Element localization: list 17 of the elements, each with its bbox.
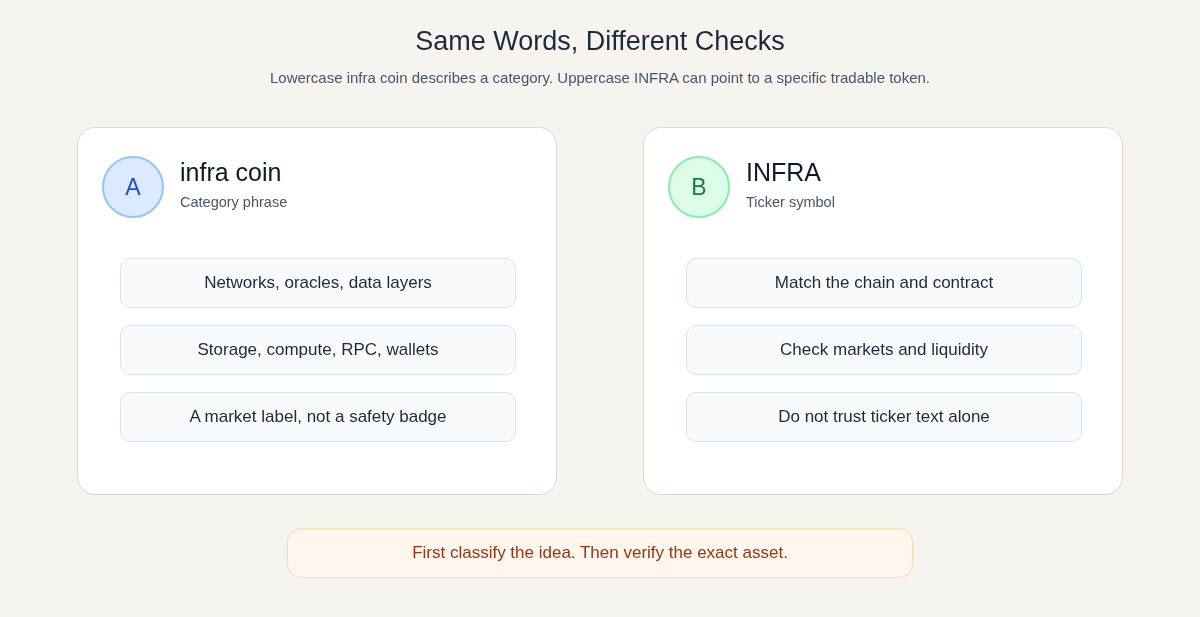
card-panel: [643, 127, 1123, 495]
card-panel: [77, 127, 557, 495]
note-banner: First classify the idea. Then verify the exact asset.: [287, 528, 913, 578]
item-box: Check markets and liquidity: [686, 325, 1082, 375]
card-subheading: Category phrase: [180, 194, 288, 210]
item-box: A market label, not a safety badge: [120, 392, 516, 442]
item-box: Match the chain and contract: [686, 258, 1082, 308]
diagram-title: Same Words, Different Checks: [415, 26, 785, 56]
subtitle-text: Lowercase infra coin describes a category. Uppercase INFRA can point to a specific tradable token.: [269, 69, 931, 86]
letter-circle: B: [668, 156, 730, 218]
card-heading: infra coin: [180, 158, 282, 187]
item-box: Networks, oracles, data layers: [120, 258, 516, 308]
item-box: Do not trust ticker text alone: [686, 392, 1082, 442]
item-box: Storage, compute, RPC, wallets: [120, 325, 516, 375]
card-heading: INFRA: [746, 158, 821, 187]
card-subheading: Ticker symbol: [746, 194, 835, 210]
letter-circle: A: [102, 156, 164, 218]
